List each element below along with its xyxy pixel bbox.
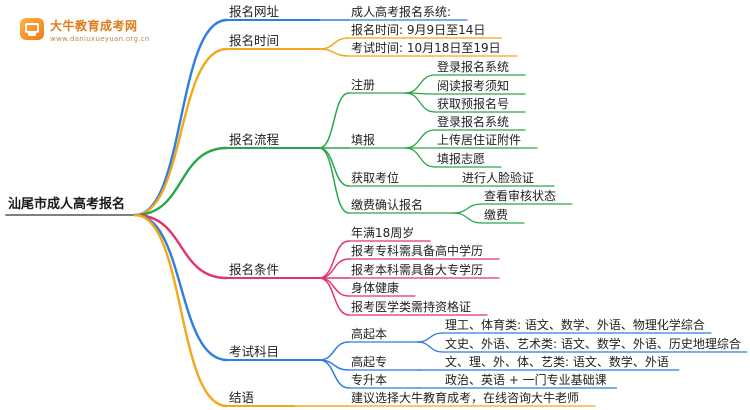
branch-registration-time: 报名时间 <box>229 33 280 48</box>
leaf-fill-preference-connector <box>404 147 436 168</box>
node-registration-system: 成人高考报名系统: <box>351 5 452 19</box>
leaf-get-prereg-number: 获取预报名号 <box>437 97 510 111</box>
node-exam-dates-connector <box>318 48 350 57</box>
leaf-login-system: 登录报名系统 <box>437 60 510 74</box>
brand-url: www.daniuxueyuan.org.cn <box>50 35 150 43</box>
node-high-to-college: 高起专 <box>351 355 388 369</box>
node-high-to-bachelor-connector <box>318 341 350 361</box>
branch-exam-subjects-connector <box>133 213 229 362</box>
node-registration-dates-connector <box>318 37 350 50</box>
leaf-check-review: 查看审核状态 <box>484 189 557 203</box>
node-college-to-bachelor-connector <box>318 359 350 389</box>
node-register: 注册 <box>351 78 376 92</box>
branch-conclusion-connector <box>133 213 229 408</box>
leaf-upgrade-subjects: 政治、英语 + 一门专业基础课 <box>445 373 607 387</box>
branch-registration-process: 报名流程 <box>229 132 280 147</box>
leaf-login-system-2: 登录报名系统 <box>437 115 510 129</box>
leaf-college-subjects: 文、理、外、体、艺类: 语文、数学、外语 <box>445 355 669 369</box>
branch-registration-process-connector <box>133 146 229 217</box>
leaf-science-subjects: 理工、体育类: 语文、数学、外语、物理化学综合 <box>445 318 705 332</box>
leaf-login-system-connector <box>404 74 436 94</box>
leaf-get-prereg-number-connector <box>404 92 436 113</box>
node-conclusion-text: 建议选择大牛教育成考，在线咨询大牛老师 <box>351 391 580 405</box>
leaf-face-verification: 进行人脸验证 <box>462 171 535 185</box>
node-fill-in: 填报 <box>351 133 376 147</box>
brand-name: 大牛教育成考网 <box>50 19 138 33</box>
leaf-payment-connector <box>452 212 483 224</box>
leaf-read-notice: 阅读报考须知 <box>437 79 510 93</box>
branch-registration-time-connector <box>133 47 229 217</box>
node-registration-dates: 报名时间: 9月9日至14日 <box>351 23 486 37</box>
branch-registration-conditions-connector <box>133 213 229 280</box>
node-pay-confirm-connector <box>318 147 350 214</box>
graduation-book-icon <box>20 18 44 40</box>
node-medical-certificate: 报考医学类需持资格证 <box>351 300 472 314</box>
node-high-to-bachelor: 高起本 <box>351 327 388 341</box>
leaf-payment: 缴费 <box>484 208 509 222</box>
root-topic: 汕尾市成人高考报名 <box>8 197 126 212</box>
node-college-to-bachelor: 专升本 <box>351 373 388 387</box>
node-exam-dates: 考试时间: 10月18日至19日 <box>351 41 501 55</box>
node-register-connector <box>318 92 350 149</box>
leaf-arts-subjects: 文史、外语、艺术类: 语文、数学、外语、历史地理综合 <box>445 337 741 351</box>
leaf-science-subjects-connector <box>416 332 444 343</box>
branch-registration-site: 报名网址 <box>229 4 280 19</box>
branch-registration-conditions: 报名条件 <box>229 262 280 277</box>
leaf-upload-residence: 上传居住证附件 <box>437 133 522 147</box>
node-medical-certificate-connector <box>318 277 350 316</box>
leaf-fill-preference: 填报志愿 <box>437 152 486 166</box>
node-pay-confirm: 缴费确认报名 <box>351 198 424 212</box>
node-age-18: 年满18周岁 <box>351 226 415 240</box>
node-get-seat: 获取考位 <box>351 171 400 185</box>
node-college-requirement-connector <box>318 258 350 279</box>
brand-logo: 大牛教育成考网 www.daniuxueyuan.org.cn <box>8 14 158 50</box>
leaf-login-system-2-connector <box>404 129 436 149</box>
node-bachelor-requirement: 报考本科需具备大专学历 <box>351 263 484 277</box>
node-college-requirement: 报考专科需具备高中学历 <box>351 244 484 258</box>
leaf-check-review-connector <box>452 203 483 214</box>
node-health: 身体健康 <box>351 281 400 295</box>
node-health-connector <box>318 277 350 297</box>
leaf-arts-subjects-connector <box>416 341 444 353</box>
branch-conclusion: 结语 <box>229 390 255 405</box>
branch-exam-subjects: 考试科目 <box>229 344 280 359</box>
